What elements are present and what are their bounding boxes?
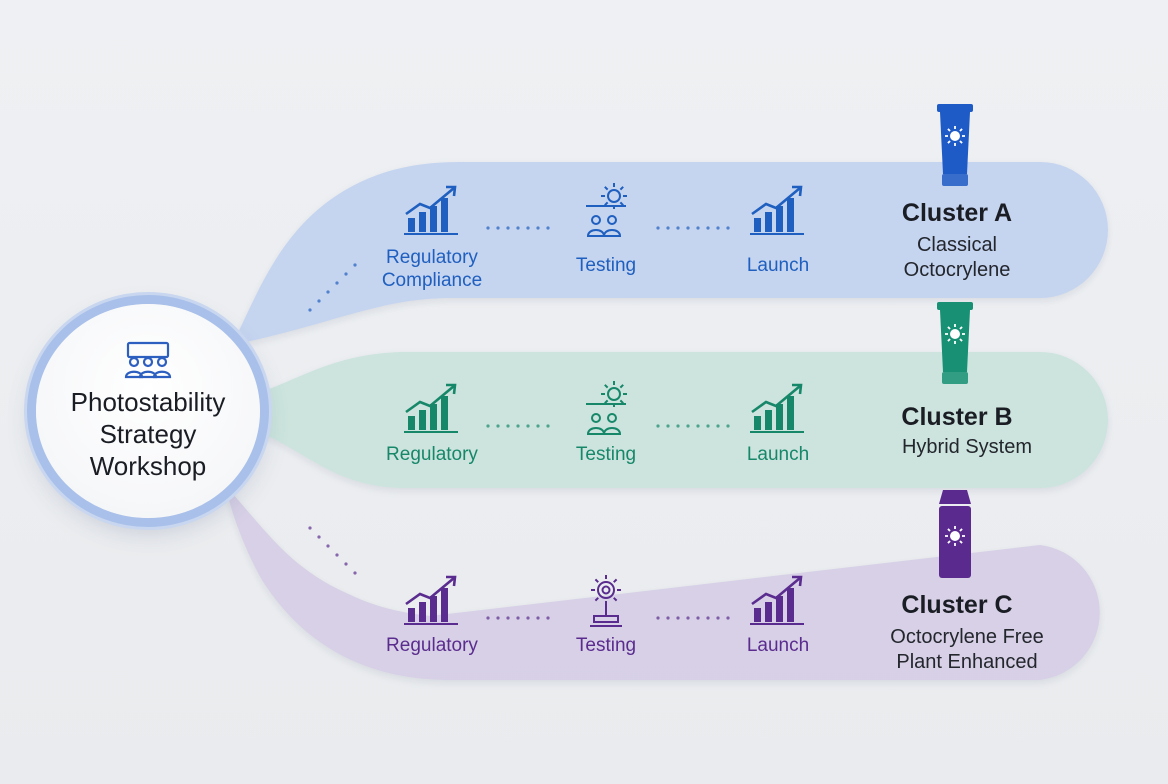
cluster-a-testing-team-icon-1 — [586, 183, 627, 237]
connector-dot — [696, 226, 700, 230]
cluster-a-step-testing: Testing — [575, 255, 637, 276]
connector-dot — [344, 562, 348, 566]
connector-dot — [326, 290, 330, 294]
cluster-b-growth-chart-icon-2 — [750, 383, 804, 433]
cluster-a-growth-chart-icon-0 — [404, 185, 458, 235]
connector-dot — [536, 616, 540, 620]
connector-dot — [335, 553, 339, 557]
cluster-c-step-launch: Launch — [746, 635, 810, 656]
connector-dot — [486, 226, 490, 230]
connector-dot — [686, 424, 690, 428]
connector-dot — [536, 226, 540, 230]
connector-dot — [326, 544, 330, 548]
connector-dot — [486, 424, 490, 428]
connector-dot — [335, 281, 339, 285]
cluster-b-testing-team-icon-1 — [586, 381, 627, 435]
connector-dots — [308, 226, 730, 620]
connector-dot — [317, 299, 321, 303]
cluster-b-growth-chart-icon-0 — [404, 383, 458, 433]
connector-dot — [666, 226, 670, 230]
connector-dot — [726, 424, 730, 428]
cluster-c-growth-chart-icon-0 — [404, 575, 458, 625]
band-cluster-b — [252, 352, 1108, 488]
connector-dot — [656, 226, 660, 230]
product-tubes — [937, 104, 973, 578]
cluster-a-step-launch: Launch — [746, 255, 810, 276]
cluster-a-growth-chart-icon-2 — [750, 185, 804, 235]
sunscreen-bottle-icon-cluster-c — [939, 490, 971, 578]
connector-dot — [666, 424, 670, 428]
team-presentation-icon — [124, 341, 172, 379]
connector-dot — [486, 616, 490, 620]
sunscreen-tube-icon-cluster-a — [937, 104, 973, 186]
connector-dot — [676, 616, 680, 620]
connector-dot — [656, 424, 660, 428]
cluster-c-description: Octocrylene Free Plant Enhanced — [890, 626, 1044, 673]
connector-dot — [716, 424, 720, 428]
connector-dot — [676, 424, 680, 428]
connector-dot — [506, 616, 510, 620]
connector-dot — [506, 226, 510, 230]
connector-dot — [526, 226, 530, 230]
connector-dot — [686, 616, 690, 620]
cluster-c-growth-chart-icon-2 — [750, 575, 804, 625]
connector-dot — [536, 424, 540, 428]
connector-dot — [696, 424, 700, 428]
connector-dot — [506, 424, 510, 428]
connector-dot — [496, 226, 500, 230]
cluster-b-title: Cluster B — [901, 403, 1013, 431]
cluster-b-step-regulatory: Regulatory — [386, 444, 478, 465]
connector-dot — [716, 226, 720, 230]
connector-dot — [726, 616, 730, 620]
cluster-a-description: Classical Octocrylene — [903, 234, 1011, 281]
connector-dot — [546, 226, 550, 230]
connector-dot — [706, 424, 710, 428]
connector-dot — [676, 226, 680, 230]
cluster-c-step-testing: Testing — [575, 635, 637, 656]
connector-dot — [726, 226, 730, 230]
cluster-b-step-launch: Launch — [746, 444, 810, 465]
connector-dot — [353, 571, 357, 575]
connector-dot — [353, 263, 357, 267]
connector-dot — [516, 424, 520, 428]
connector-dot — [516, 226, 520, 230]
band-cluster-c — [225, 485, 1100, 680]
band-cluster-a — [232, 162, 1108, 345]
connector-dot — [666, 616, 670, 620]
cluster-b-description: Hybrid System — [901, 436, 1033, 458]
connector-dot — [344, 272, 348, 276]
connector-dot — [496, 424, 500, 428]
cluster-c-sun-lab-icon-1 — [590, 575, 622, 627]
connector-dot — [526, 424, 530, 428]
connector-dot — [317, 535, 321, 539]
connector-dot — [496, 616, 500, 620]
step-icons — [404, 183, 804, 627]
workshop-hub: Photostability Strategy Workshop — [36, 304, 260, 518]
cluster-a-step-regulatory: Regulatory Compliance — [381, 247, 483, 291]
connector-dot — [308, 308, 312, 312]
cluster-b-step-testing: Testing — [575, 444, 637, 465]
connector-dot — [686, 226, 690, 230]
connector-dot — [308, 526, 312, 530]
cluster-c-step-regulatory: Regulatory — [386, 635, 478, 656]
cluster-a-title: Cluster A — [901, 199, 1013, 227]
connector-dot — [716, 616, 720, 620]
connector-dot — [696, 616, 700, 620]
connector-dot — [706, 616, 710, 620]
hub-title: Photostability Strategy Workshop — [70, 387, 226, 481]
connector-dot — [706, 226, 710, 230]
connector-dot — [516, 616, 520, 620]
sunscreen-tube-icon-cluster-b — [937, 302, 973, 384]
connector-dot — [526, 616, 530, 620]
connector-dot — [656, 616, 660, 620]
cluster-c-title: Cluster C — [901, 591, 1013, 619]
connector-dot — [546, 616, 550, 620]
connector-dot — [546, 424, 550, 428]
